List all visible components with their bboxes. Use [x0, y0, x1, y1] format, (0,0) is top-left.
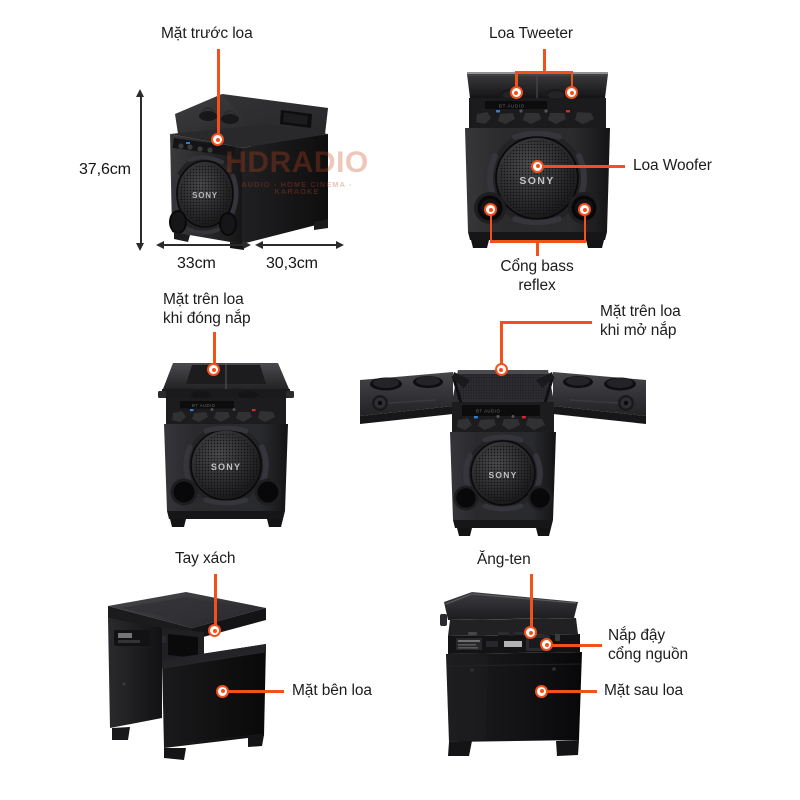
- dimension-line-depth: [262, 244, 338, 246]
- dimension-arrow-depth-right: [336, 240, 344, 249]
- speaker-rear-view: [438, 588, 598, 763]
- callout-line-woofer: [543, 165, 625, 168]
- callout-line-rear-face: [547, 690, 597, 693]
- label-side-face: Mặt bên loa: [292, 682, 372, 699]
- svg-text:BT AUDIO: BT AUDIO: [476, 409, 500, 414]
- callout-line-tweeter-right: [570, 71, 573, 90]
- callout-dot-tweeter-left[interactable]: [509, 86, 523, 99]
- callout-dot-front-face[interactable]: [211, 133, 224, 146]
- dimension-arrow-height-bottom: [136, 243, 145, 251]
- label-top-open: Mặt trên loa khi mở nắp: [600, 303, 681, 339]
- callout-line-side-face: [228, 690, 284, 693]
- speaker-top-closed-view: BT AUDIO SONY: [156, 355, 296, 530]
- callout-dot-top-closed[interactable]: [207, 363, 220, 376]
- speaker-top-open-view: BT AUDIO SONY: [358, 358, 648, 540]
- speaker-three-quarter-view: SONY: [150, 72, 350, 252]
- svg-text:SONY: SONY: [489, 470, 518, 480]
- label-top-closed: Mặt trên loa khi đóng nắp: [163, 291, 251, 327]
- callout-dot-antenna[interactable]: [524, 626, 537, 639]
- dimension-line-width: [163, 244, 245, 246]
- callout-dot-power-cover[interactable]: [540, 638, 553, 651]
- svg-text:BT AUDIO: BT AUDIO: [192, 403, 216, 408]
- callout-line-top-closed: [213, 332, 216, 368]
- label-woofer: Loa Woofer: [633, 157, 712, 174]
- callout-line-power-cover: [552, 644, 602, 647]
- label-tweeter: Loa Tweeter: [489, 25, 573, 42]
- callout-dot-bass-reflex-left[interactable]: [484, 203, 497, 216]
- speaker-front-view: BT AUDIO SONY: [455, 68, 620, 253]
- label-front-face: Mặt trước loa: [161, 25, 253, 42]
- dimension-arrow-width-right: [243, 240, 251, 249]
- callout-line-top-open-arm: [500, 321, 592, 324]
- label-handle: Tay xách: [175, 550, 236, 567]
- callout-line-front-face: [217, 49, 220, 138]
- dimension-arrow-width-left: [156, 240, 164, 249]
- callout-dot-rear-face[interactable]: [535, 684, 548, 698]
- callout-dot-top-open[interactable]: [494, 363, 508, 376]
- dimension-label-height: 37,6cm: [79, 161, 131, 178]
- label-rear-face: Mặt sau loa: [604, 682, 684, 699]
- callout-line-top-open-stem: [500, 321, 503, 367]
- callout-line-tweeter-stem: [543, 49, 546, 73]
- svg-text:SONY: SONY: [192, 191, 218, 200]
- label-antenna: Ăng-ten: [477, 551, 531, 568]
- callout-dot-woofer[interactable]: [531, 159, 544, 173]
- callout-line-bass-right: [583, 215, 586, 242]
- svg-text:SONY: SONY: [519, 175, 554, 187]
- callout-line-tweeter-bracket: [515, 71, 573, 74]
- dimension-arrow-depth-left: [255, 240, 263, 249]
- svg-text:BT AUDIO: BT AUDIO: [499, 104, 525, 109]
- speaker-side-view: [100, 588, 280, 763]
- callout-dot-handle[interactable]: [208, 624, 221, 637]
- callout-dot-tweeter-right[interactable]: [565, 86, 578, 99]
- dimension-label-width: 33cm: [177, 255, 216, 272]
- callout-dot-side-face[interactable]: [216, 684, 229, 698]
- callout-line-bass-stem: [536, 240, 539, 256]
- svg-text:SONY: SONY: [211, 462, 241, 472]
- dimension-arrow-height-top: [136, 89, 145, 97]
- dimension-label-depth: 30,3cm: [266, 255, 318, 272]
- dimension-line-height: [140, 96, 142, 244]
- callout-line-handle: [214, 574, 217, 629]
- label-power-cover: Nắp đậy cổng nguồn: [608, 627, 689, 663]
- callout-line-tweeter-left: [515, 71, 518, 90]
- callout-line-bass-left: [489, 215, 492, 242]
- callout-dot-bass-reflex-right[interactable]: [578, 203, 591, 216]
- callout-line-antenna: [530, 574, 533, 631]
- label-bass-reflex: Cổng bass reflex: [500, 258, 574, 294]
